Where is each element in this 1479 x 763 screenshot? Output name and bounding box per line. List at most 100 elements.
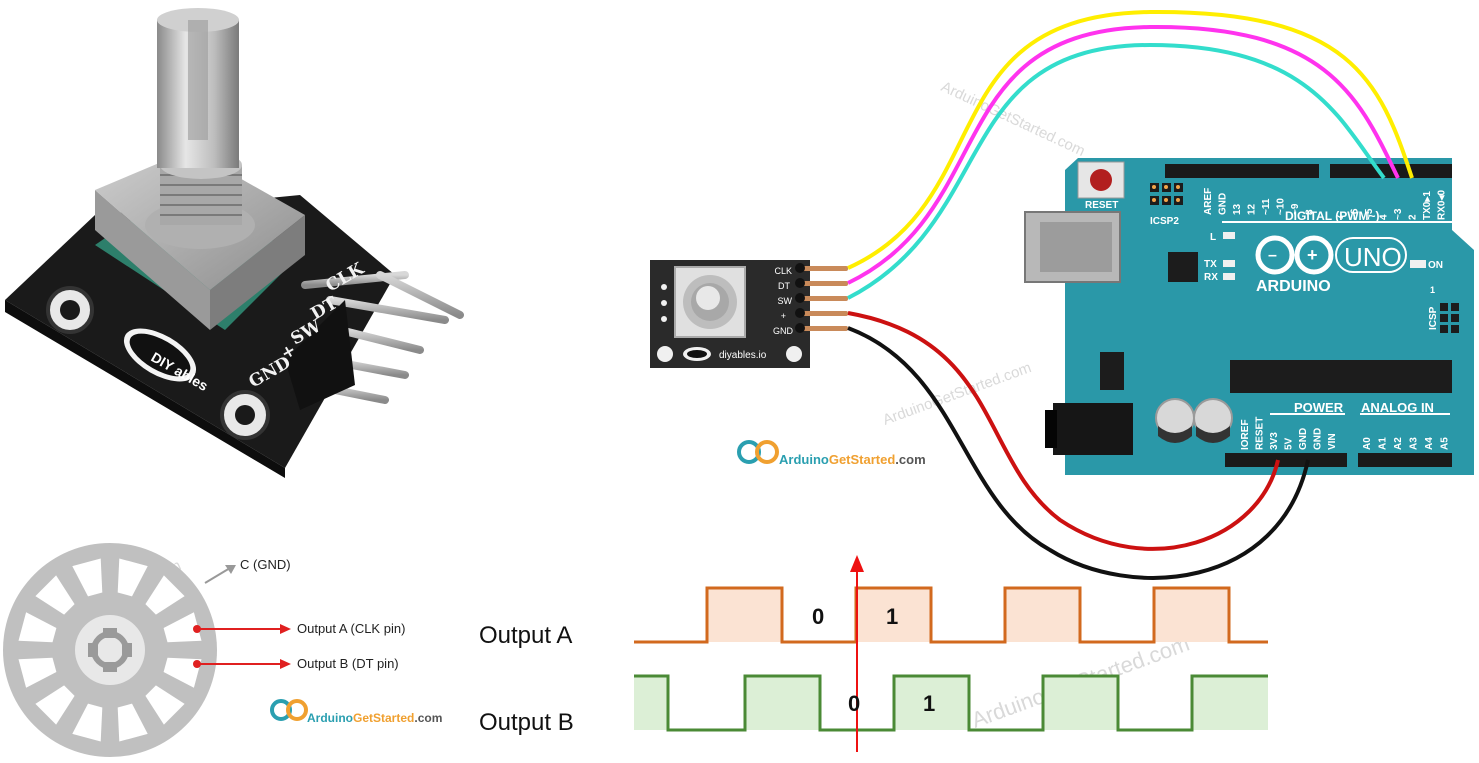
disc-slot — [145, 685, 185, 725]
led-l-icon — [1223, 232, 1235, 239]
icsp2-label: ICSP2 — [1150, 216, 1179, 227]
disc-slot — [163, 612, 202, 643]
reset-label: RESET — [1085, 200, 1118, 211]
disc-slot — [35, 685, 75, 725]
digital-pin-label: ~3 — [1393, 208, 1404, 220]
svg-text:+: + — [1307, 245, 1318, 265]
power-pin-label: IOREF — [1240, 419, 1251, 450]
digital-pin-label: GND — [1218, 193, 1229, 215]
analog-pin-label: A1 — [1378, 437, 1389, 450]
disc-slot — [18, 657, 57, 688]
a-value-after: 1 — [886, 604, 898, 629]
board-model: UNO — [1344, 242, 1402, 272]
svg-text:ArduinoGetStarted.com: ArduinoGetStarted.com — [307, 711, 442, 725]
pulse-b — [1192, 676, 1268, 730]
analog-pin-label: A4 — [1424, 437, 1435, 450]
output-b-label: Output B — [479, 709, 574, 736]
digital-pin-label: 13 — [1232, 203, 1243, 215]
power-jack-icon — [1053, 403, 1133, 455]
site-logo-part2: GetStarted — [353, 711, 414, 725]
encoder-disc: C (GND) Output A (CLK pin) Output B (DT … — [3, 543, 442, 757]
mount-hole-icon — [786, 346, 802, 362]
wire-sw — [847, 42, 1386, 300]
disc-slot — [163, 657, 202, 688]
label-output-b: Output B (DT pin) — [297, 656, 399, 671]
wire-dt — [847, 24, 1400, 285]
disc-slot — [117, 558, 148, 597]
digital-pin-label: ~5 — [1364, 208, 1375, 220]
b-value-after: 1 — [923, 691, 935, 716]
waveform-b — [634, 674, 1268, 732]
digital-pin-label: 8 — [1305, 209, 1316, 215]
module-brand: diyables.io — [719, 350, 767, 361]
module-pin-label: SW — [778, 296, 793, 306]
disc-hub — [75, 615, 145, 685]
pulse-b — [634, 676, 668, 730]
capacitor-icon — [1155, 398, 1195, 443]
wire-gnd — [847, 326, 1310, 580]
digital-pin-label: 2 — [1408, 214, 1419, 220]
label-output-a: Output A (CLK pin) — [297, 621, 405, 636]
encoder-module-wiring: diyables.io CLK DT SW + GND — [650, 260, 848, 368]
led-on-icon — [1410, 260, 1426, 268]
pulse-a — [1005, 588, 1080, 642]
capacitor-icon — [1193, 398, 1233, 443]
digital-header-right — [1330, 164, 1452, 178]
a-value-before: 0 — [812, 604, 824, 629]
waveform-a-line — [634, 586, 1268, 644]
icsp-label: ICSP — [1428, 306, 1439, 330]
pulse-a — [1154, 588, 1229, 642]
led-rx-icon — [1223, 273, 1235, 280]
disc-slot — [18, 612, 57, 643]
mount-hole-icon — [657, 346, 673, 362]
digital-pin-label: ~10 — [1276, 198, 1287, 215]
power-pin-label: RESET — [1255, 417, 1266, 450]
analog-pin-label: A2 — [1393, 437, 1404, 450]
site-logo-wiring: ArduinoGetStarted.com — [737, 440, 926, 467]
contact-b-icon — [193, 660, 201, 668]
encoder-module-photo: CLK DT SW + GND DIY ables — [5, 8, 464, 478]
digital-pin-label: RX0◂0 — [1437, 190, 1448, 220]
icsp-pin1-label: 1 — [1430, 285, 1435, 295]
arduino-logo-text: ARDUINO — [1256, 278, 1331, 295]
disc-slot — [72, 558, 103, 597]
chip-icon — [1168, 252, 1198, 282]
analog-pin-label: A5 — [1440, 437, 1451, 450]
label-c-gnd: C (GND) — [240, 557, 291, 572]
pulse-b — [745, 676, 820, 730]
led-tx-icon — [1223, 260, 1235, 267]
digital-pin-label: 7 — [1335, 214, 1346, 220]
module-pin-label: CLK — [774, 266, 792, 276]
watermark-text: ArduinoGetStarted.com — [938, 78, 1087, 160]
digital-header-left — [1165, 164, 1319, 178]
digital-pin-label: AREF — [1203, 188, 1214, 215]
analog-pin-label: A0 — [1362, 437, 1373, 450]
digital-pin-label: ~6 — [1350, 208, 1361, 220]
wire-vcc — [847, 311, 1280, 551]
arrow-c-icon — [204, 567, 231, 584]
on-label: ON — [1428, 260, 1443, 271]
digital-pin-label: ~9 — [1290, 203, 1301, 215]
power-pin-label: 3V3 — [1269, 432, 1280, 450]
module-pin-label: + — [781, 311, 786, 321]
site-logo-icon — [270, 699, 308, 721]
tx-label: TX — [1204, 259, 1217, 270]
pulse-a — [707, 588, 782, 642]
disc-slot — [35, 575, 75, 615]
waveform-a — [634, 586, 1268, 644]
site-logo-icon — [737, 440, 779, 464]
digital-pin-label: TX0▸1 — [1422, 191, 1433, 220]
regulator-icon — [1100, 352, 1124, 390]
digital-pin-label: ~11 — [1261, 198, 1272, 215]
power-header — [1225, 453, 1347, 467]
analog-label: ANALOG IN — [1361, 400, 1434, 415]
digital-pin-label: 4 — [1379, 214, 1390, 220]
analog-header — [1358, 453, 1452, 467]
svg-text:–: – — [1268, 247, 1277, 264]
output-a-label: Output A — [479, 622, 572, 649]
waveform-b-line — [634, 674, 1268, 732]
pulse-a — [856, 588, 931, 642]
site-logo-part1: Arduino — [779, 452, 829, 467]
led-l-label: L — [1210, 232, 1216, 243]
